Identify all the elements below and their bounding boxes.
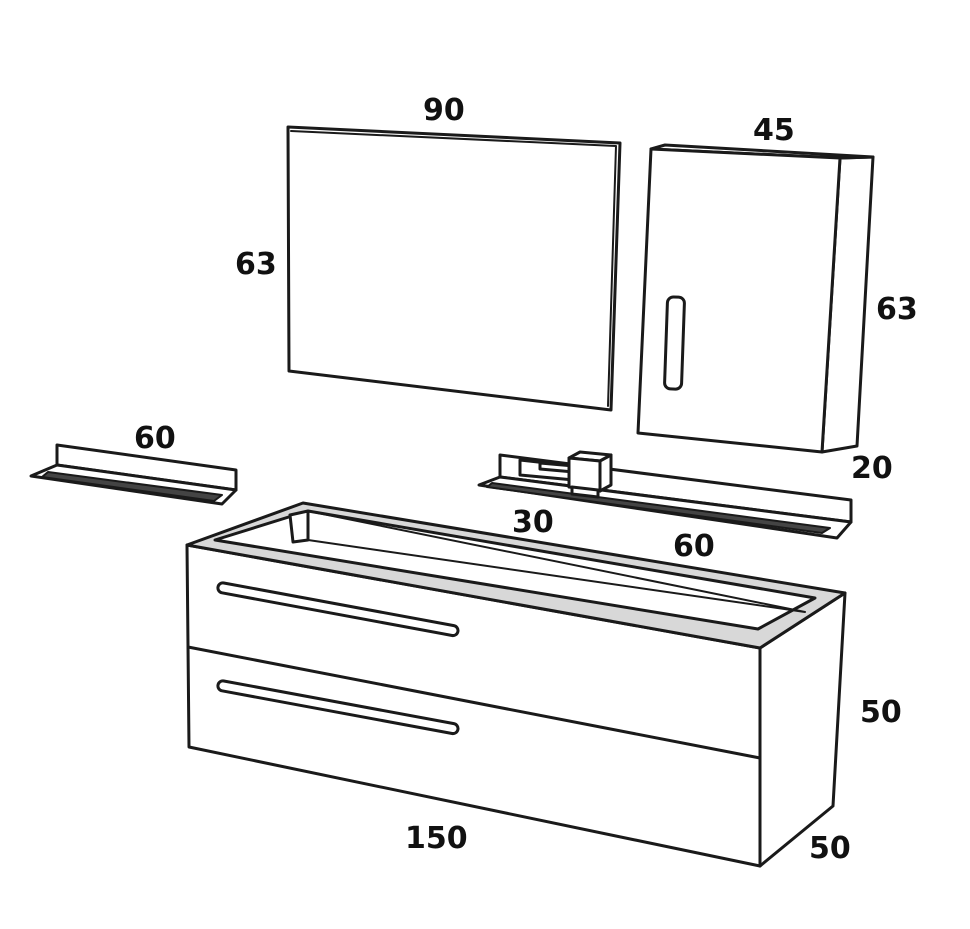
drawer-handle-bottom: [216, 679, 460, 736]
left-shelf-width-label: 60: [134, 421, 176, 456]
mirror-height-label: 63: [235, 247, 277, 282]
cabinet-handle: [663, 295, 686, 391]
vanity-unit: [185, 501, 847, 868]
faucet: [518, 450, 613, 499]
right-shelf-width-label: 60: [673, 529, 715, 564]
wall-cabinet: [636, 143, 875, 454]
cabinet-depth-label: 20: [851, 451, 893, 486]
vanity-depth-label: 50: [809, 831, 851, 866]
right-shelf-depth-label: 30: [512, 505, 554, 540]
mirror-width-label: 90: [423, 93, 465, 128]
drawer-handle-top: [216, 581, 460, 638]
vanity-height-label: 50: [860, 695, 902, 730]
cabinet-height-label: 63: [876, 292, 918, 327]
right-shelf: [477, 450, 853, 540]
left-shelf: [29, 443, 238, 506]
cabinet-width-label: 45: [753, 113, 795, 148]
vanity-width-label: 150: [405, 821, 468, 856]
mirror: [286, 125, 622, 412]
